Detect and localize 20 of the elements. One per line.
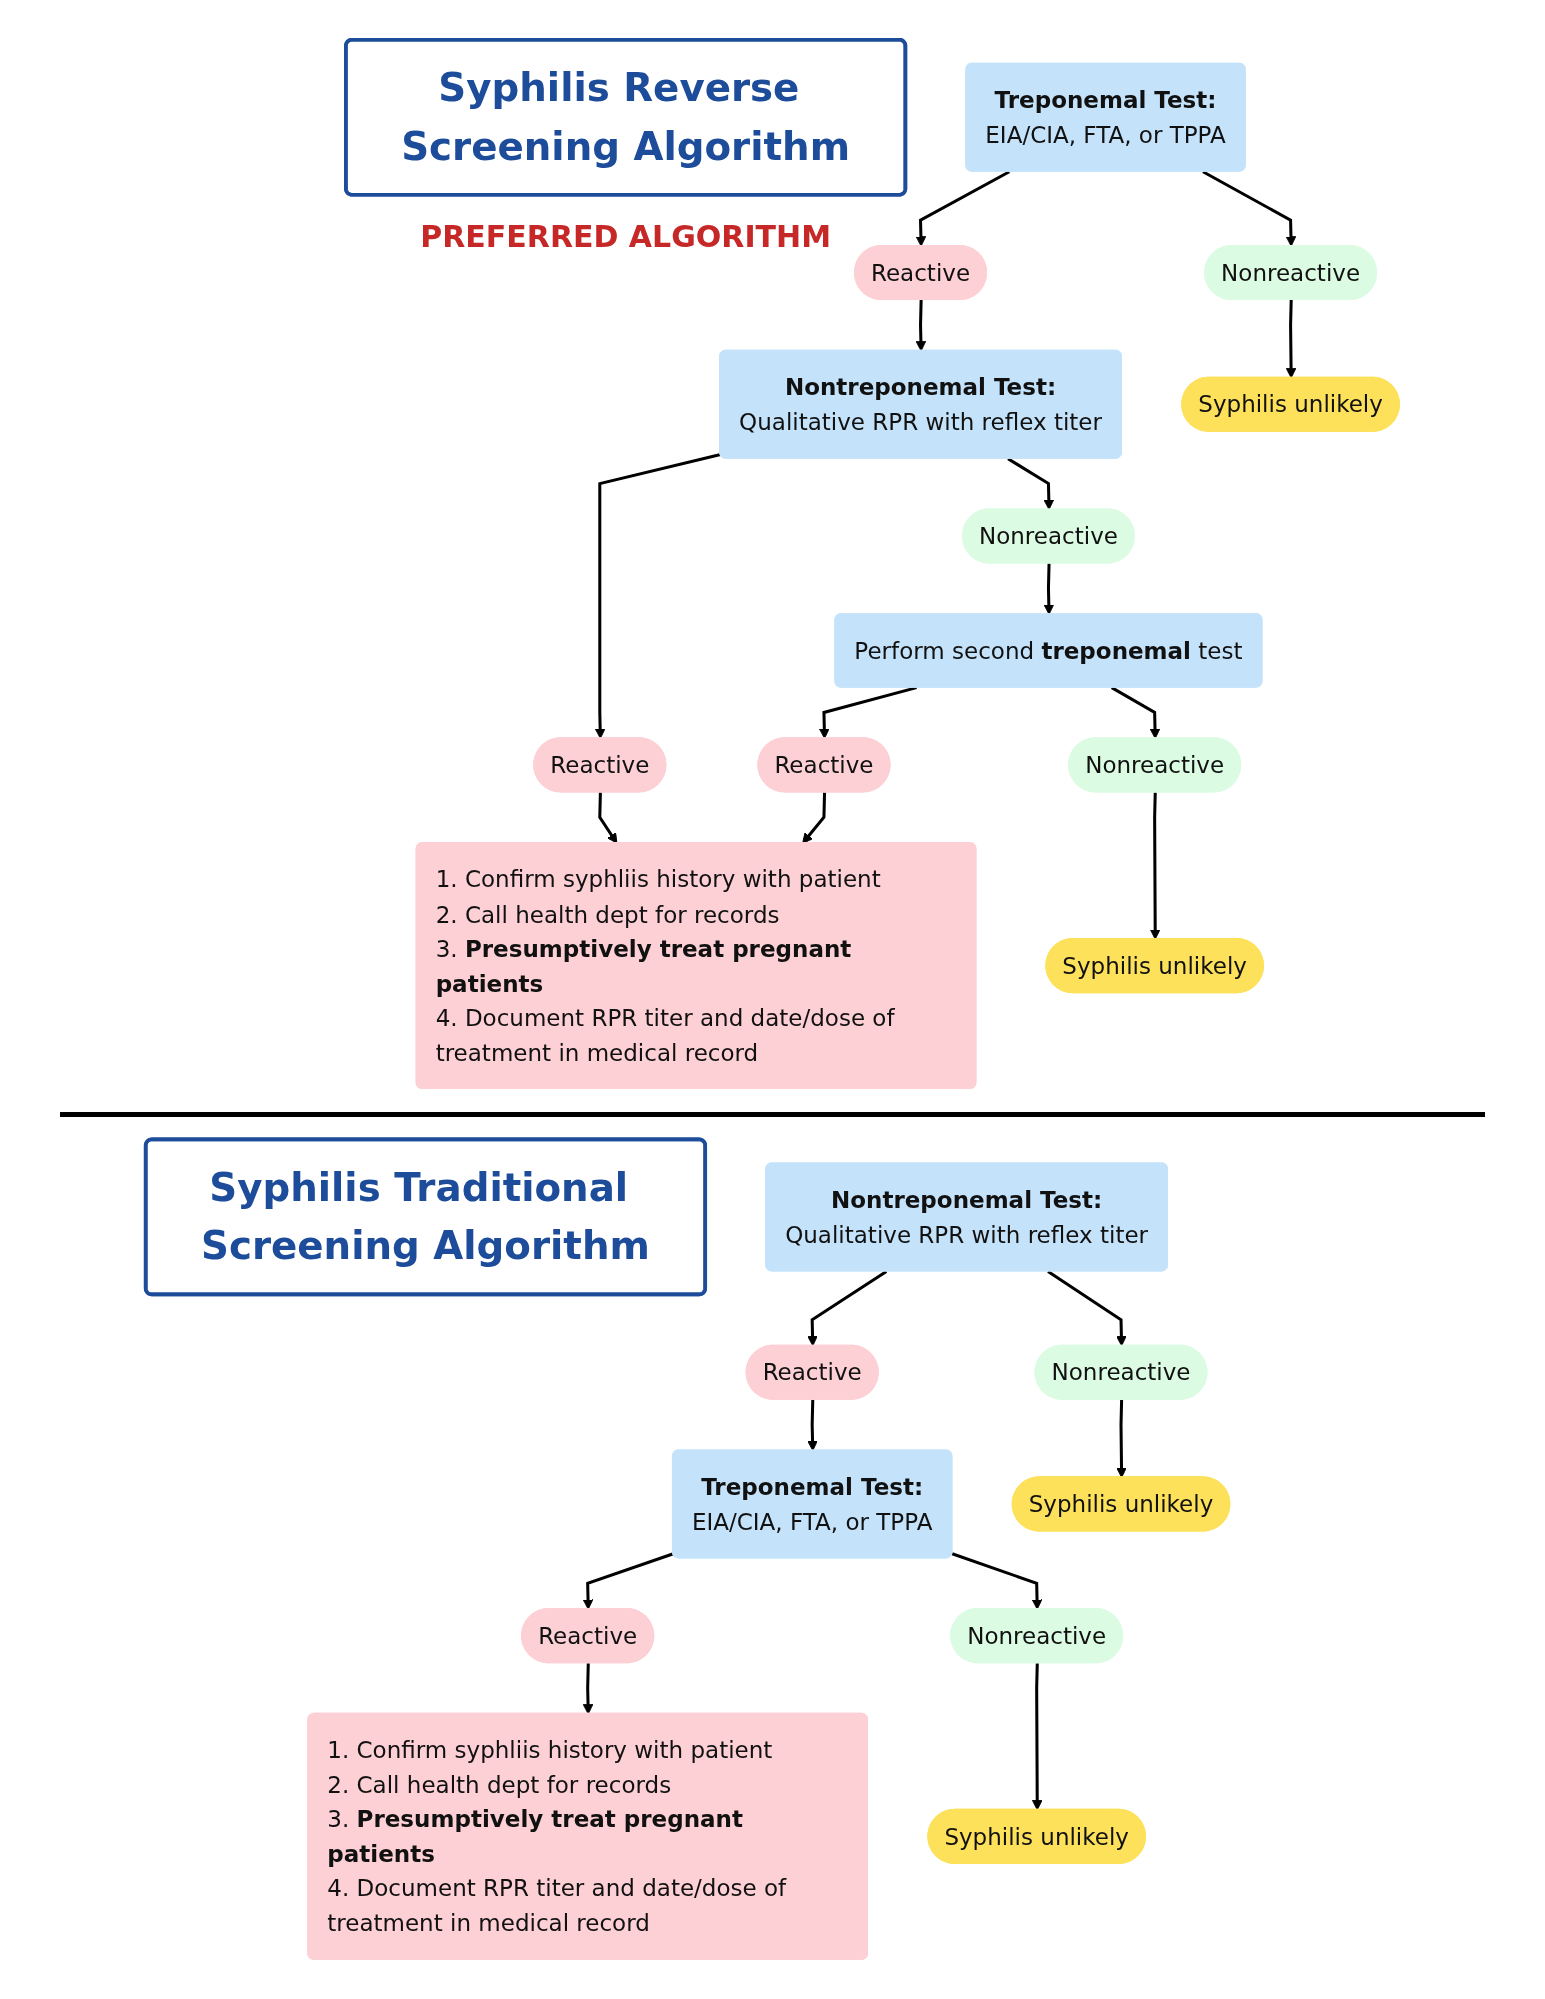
- arrow: [1285, 300, 1297, 379]
- arrow: [1111, 686, 1161, 739]
- arrow: [1031, 1663, 1043, 1811]
- arrow: [1149, 792, 1161, 940]
- arrow: [819, 686, 917, 739]
- arrow: [807, 1270, 888, 1347]
- arrow: [582, 1663, 594, 1715]
- algorithm-note: PREFERRED ALGORITHM: [420, 218, 831, 254]
- arrow: [915, 300, 927, 352]
- arrow: [1043, 563, 1055, 615]
- arrow: [915, 170, 1011, 247]
- arrow: [594, 452, 721, 739]
- arrow: [802, 792, 827, 844]
- arrow: [598, 792, 618, 844]
- arrow: [1047, 1270, 1127, 1347]
- arrow: [1202, 170, 1297, 247]
- arrow: [1007, 457, 1055, 511]
- arrow: [807, 1399, 818, 1452]
- arrow: [951, 1552, 1043, 1610]
- arrow: [582, 1552, 674, 1610]
